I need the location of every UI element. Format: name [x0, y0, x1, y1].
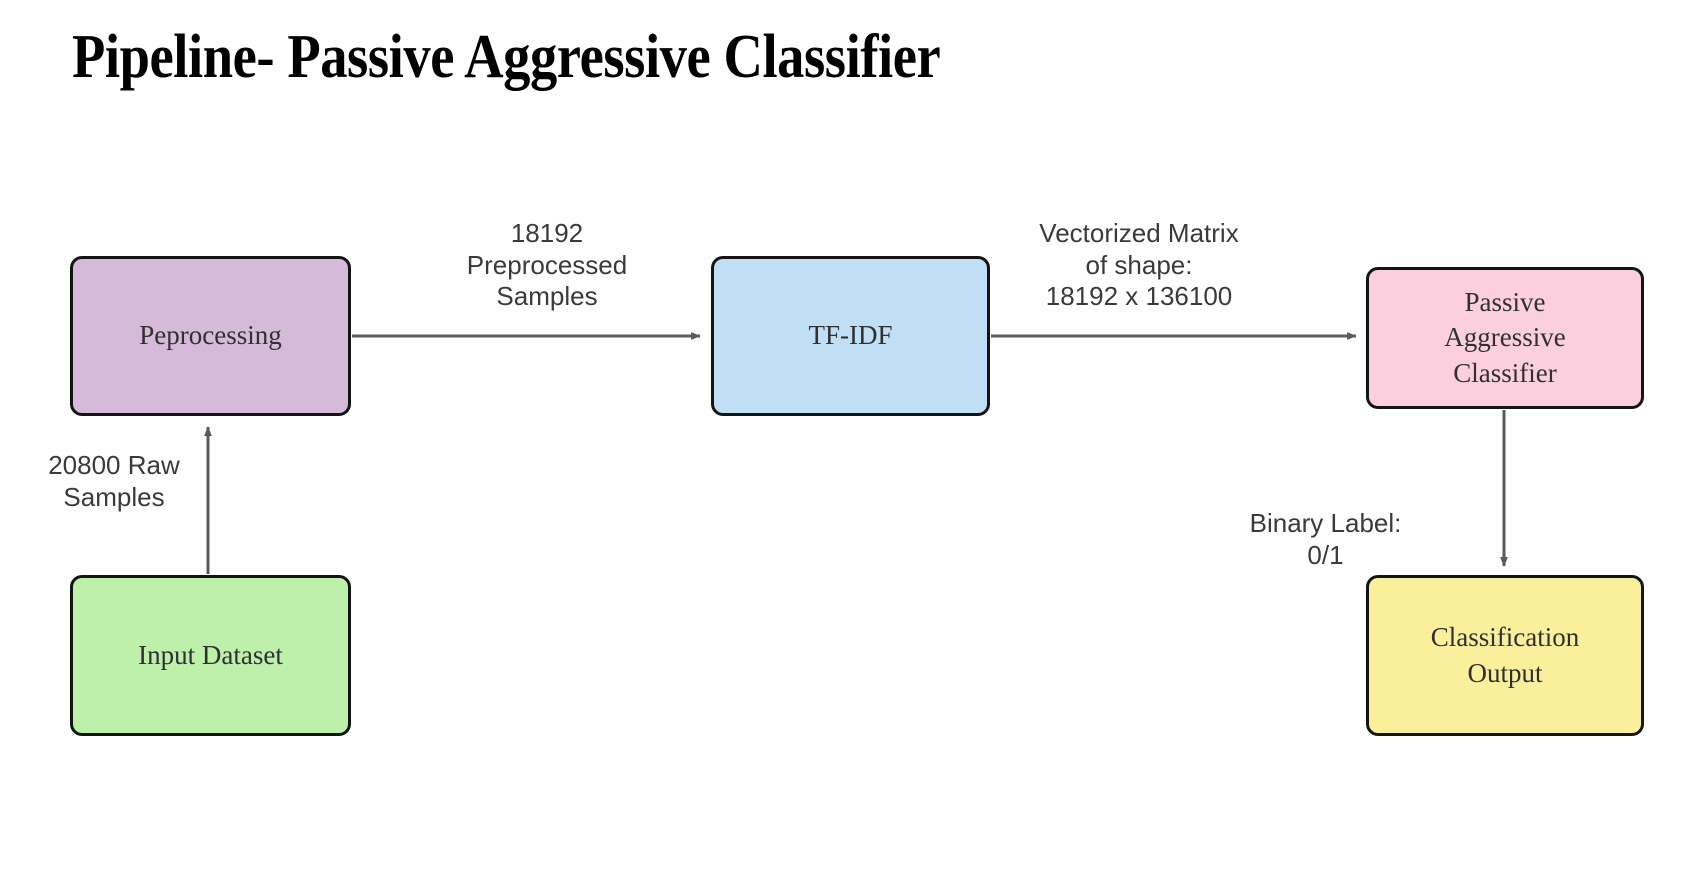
node-passive-aggressive-classifier[interactable]: Passive Aggressive Classifier [1366, 267, 1644, 409]
node-preprocessing-label: Peprocessing [139, 320, 282, 351]
edge-label-vectorized-matrix: Vectorized Matrix of shape: 18192 x 1361… [1039, 218, 1239, 312]
node-classification-output[interactable]: Classification Output [1366, 575, 1644, 736]
edge-label-binary-label: Binary Label: 0/1 [1249, 508, 1402, 570]
node-passive-aggressive-classifier-label: Passive Aggressive Classifier [1444, 286, 1566, 388]
edge-label-preprocessed-samples: 18192 Preprocessed Samples [466, 218, 628, 312]
node-input-dataset[interactable]: Input Dataset [70, 575, 351, 736]
page-title: Pipeline- Passive Aggressive Classifier [72, 23, 941, 91]
node-tfidf-label: TF-IDF [808, 320, 893, 351]
edge-label-raw-samples: 20800 Raw Samples [48, 450, 180, 512]
node-classification-output-label: Classification Output [1430, 621, 1580, 688]
node-tfidf[interactable]: TF-IDF [711, 256, 990, 416]
node-preprocessing[interactable]: Peprocessing [70, 256, 351, 416]
node-input-dataset-label: Input Dataset [138, 639, 283, 670]
